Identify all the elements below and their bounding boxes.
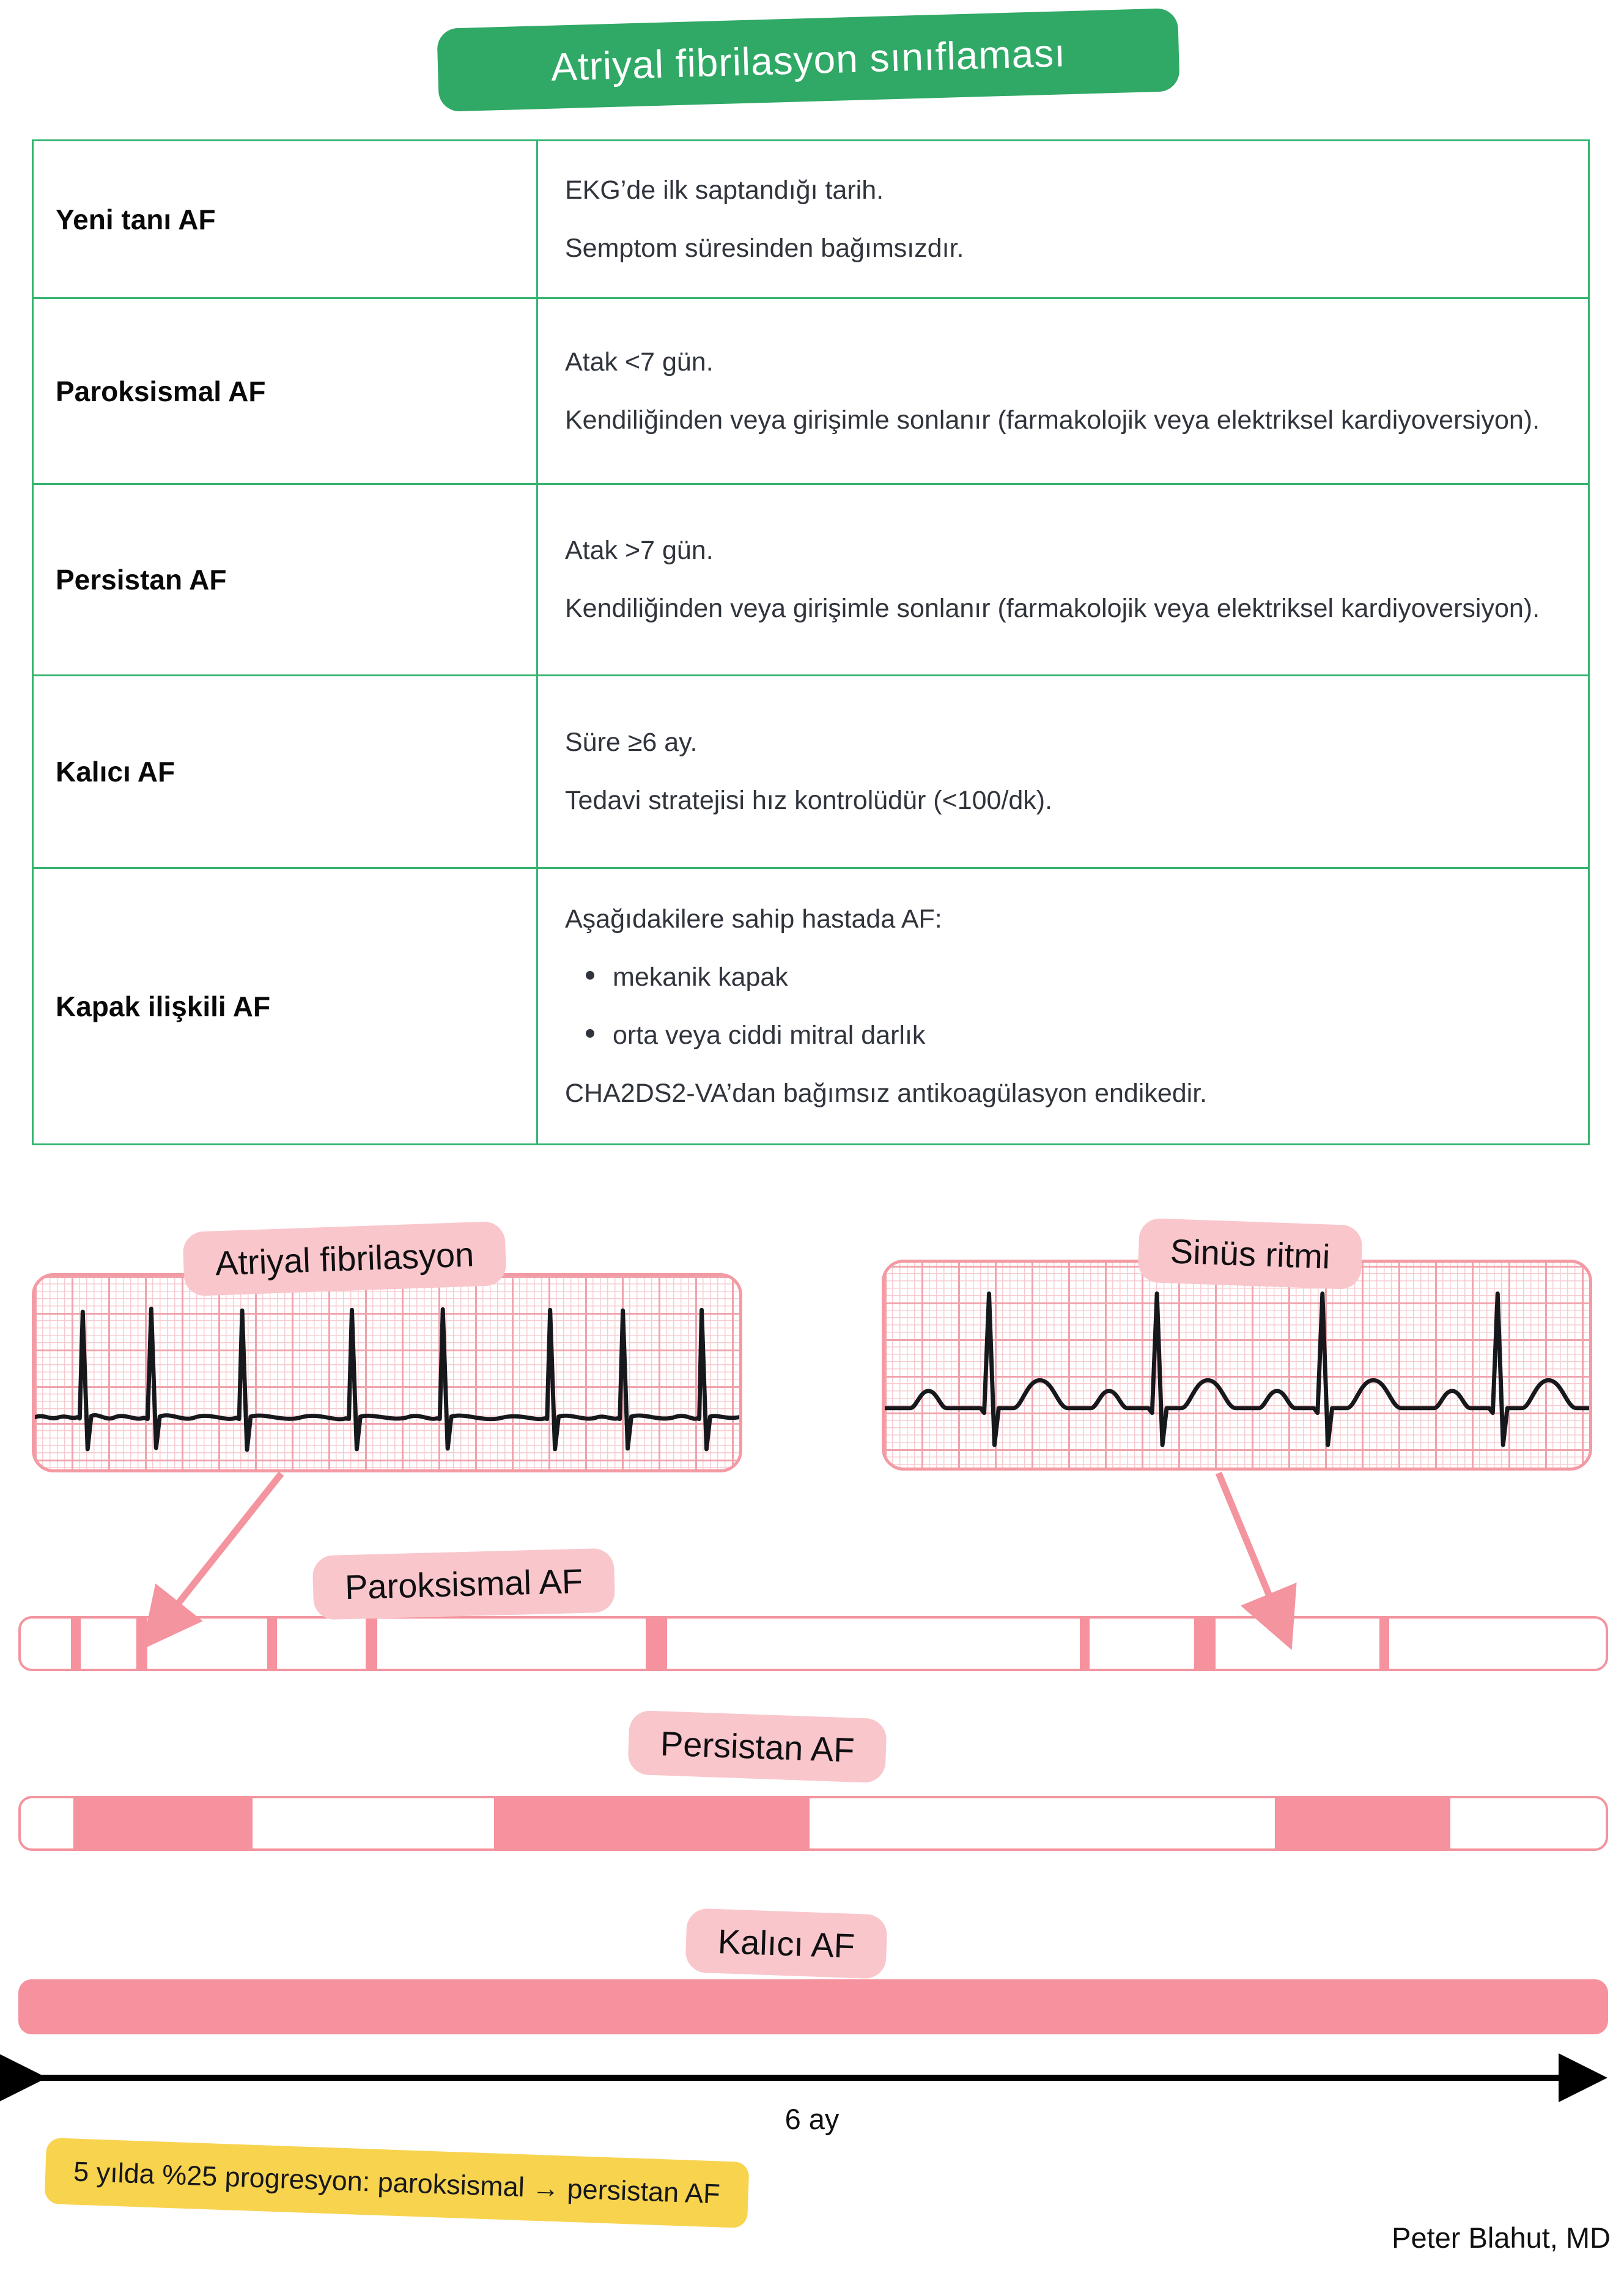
bullet-icon xyxy=(586,1028,594,1038)
af-episode-segment xyxy=(1194,1619,1216,1669)
table-row: Kalıcı AF Süre ≥6 ay. Tedavi stratejisi … xyxy=(34,674,1588,867)
row-label-persistan: Persistan AF xyxy=(34,485,538,674)
af-episode-segment xyxy=(267,1619,277,1669)
desc-line: Aşağıdakilere sahip hastada AF: xyxy=(565,904,942,934)
table-row: Kapak ilişkili AF Aşağıdakilere sahip ha… xyxy=(34,867,1588,1143)
sinus-ecg-strip xyxy=(882,1260,1592,1471)
sinus-strip-label-text: Sinüs ritmi xyxy=(1169,1231,1331,1276)
af-episode-segment xyxy=(366,1619,377,1669)
af-episode-segment xyxy=(646,1619,667,1669)
table-row: Paroksismal AF Atak <7 gün. Kendiliğinde… xyxy=(34,297,1588,483)
progression-note-text: 5 yılda %25 progresyon: paroksismal → pe… xyxy=(73,2155,721,2210)
row-desc-paroksismal: Atak <7 gün. Kendiliğinden veya girişiml… xyxy=(538,299,1588,483)
af-episode-segment xyxy=(71,1619,81,1669)
af-strip-label-text: Atriyal fibrilasyon xyxy=(215,1235,475,1283)
desc-line: CHA2DS2-VA’dan bağımsız antikoagülasyon … xyxy=(565,1078,1208,1108)
af-classification-table: Yeni tanı AF EKG’de ilk saptandığı tarih… xyxy=(32,139,1590,1145)
progression-note: 5 yılda %25 progresyon: paroksismal → pe… xyxy=(44,2137,750,2229)
desc-line: Atak >7 gün. xyxy=(565,536,714,565)
af-episode-segment xyxy=(1379,1619,1389,1669)
row-desc-kapak: Aşağıdakilere sahip hastada AF: mekanik … xyxy=(538,869,1588,1143)
page-title: Atriyal fibrilasyon sınıflaması xyxy=(550,31,1066,89)
desc-line: EKG’de ilk saptandığı tarih. xyxy=(565,175,884,205)
desc-line: Süre ≥6 ay. xyxy=(565,728,698,757)
row-desc-yeni-tani: EKG’de ilk saptandığı tarih. Semptom sür… xyxy=(538,141,1588,297)
six-month-axis-label: 6 ay xyxy=(784,2103,840,2135)
bullet-icon xyxy=(586,970,594,980)
row-label-kapak: Kapak ilişkili AF xyxy=(34,869,538,1143)
table-row: Yeni tanı AF EKG’de ilk saptandığı tarih… xyxy=(34,141,1588,297)
list-item: mekanik kapak xyxy=(586,948,1561,1006)
bullet-text: orta veya ciddi mitral darlık xyxy=(613,1020,926,1050)
row-desc-persistan: Atak >7 gün. Kendiliğinden veya girişiml… xyxy=(538,485,1588,674)
kalici-bar-label-text: Kalıcı AF xyxy=(717,1922,856,1965)
af-strip-label: Atriyal fibrilasyon xyxy=(182,1220,507,1297)
desc-line: Kendiliğinden veya girişimle sonlanır (f… xyxy=(565,405,1540,435)
af-episode-segment xyxy=(136,1619,147,1669)
row-desc-kalici: Süre ≥6 ay. Tedavi stratejisi hız kontro… xyxy=(538,676,1588,867)
row-label-paroksismal: Paroksismal AF xyxy=(34,299,538,483)
kalici-bar-label: Kalıcı AF xyxy=(685,1908,888,1979)
row-label-yeni-tani: Yeni tanı AF xyxy=(34,141,538,297)
desc-line: Semptom süresinden bağımsızdır. xyxy=(565,233,964,263)
list-item: orta veya ciddi mitral darlık xyxy=(586,1006,1561,1065)
desc-line: Atak <7 gün. xyxy=(565,347,714,377)
af-to-timeline-arrow xyxy=(141,1471,284,1650)
af-ecg-waveform xyxy=(35,1306,739,1452)
af-episode-segment xyxy=(1080,1619,1090,1669)
table-row: Persistan AF Atak >7 gün. Kendiliğinden … xyxy=(34,483,1588,674)
sinus-ecg-waveform xyxy=(885,1291,1589,1447)
sinus-strip-label: Sinüs ritmi xyxy=(1137,1217,1364,1290)
persistan-bar-label: Persistan AF xyxy=(627,1710,888,1784)
af-episode-segment xyxy=(73,1798,253,1848)
desc-line: Tedavi stratejisi hız kontrolüdür (<100/… xyxy=(565,786,1053,815)
sinus-to-timeline-arrow xyxy=(1215,1471,1297,1650)
kalici-timeline-bar xyxy=(18,1979,1608,2034)
author-attribution: Peter Blahut, MD xyxy=(1392,2221,1611,2254)
af-ecg-strip xyxy=(32,1273,742,1472)
title-banner: Atriyal fibrilasyon sınıflaması xyxy=(437,8,1180,112)
paroksismal-timeline-bar xyxy=(18,1616,1608,1671)
persistan-bar-label-text: Persistan AF xyxy=(659,1724,855,1770)
af-episode-segment xyxy=(494,1798,810,1848)
desc-line: Kendiliğinden veya girişimle sonlanır (f… xyxy=(565,594,1540,623)
row-label-kalici: Kalıcı AF xyxy=(34,676,538,867)
af-episode-segment xyxy=(1275,1798,1450,1848)
persistan-timeline-bar xyxy=(18,1796,1608,1851)
paroksismal-bar-label: Paroksismal AF xyxy=(312,1548,616,1620)
paroksismal-bar-label-text: Paroksismal AF xyxy=(344,1561,583,1607)
bullet-text: mekanik kapak xyxy=(613,962,788,992)
